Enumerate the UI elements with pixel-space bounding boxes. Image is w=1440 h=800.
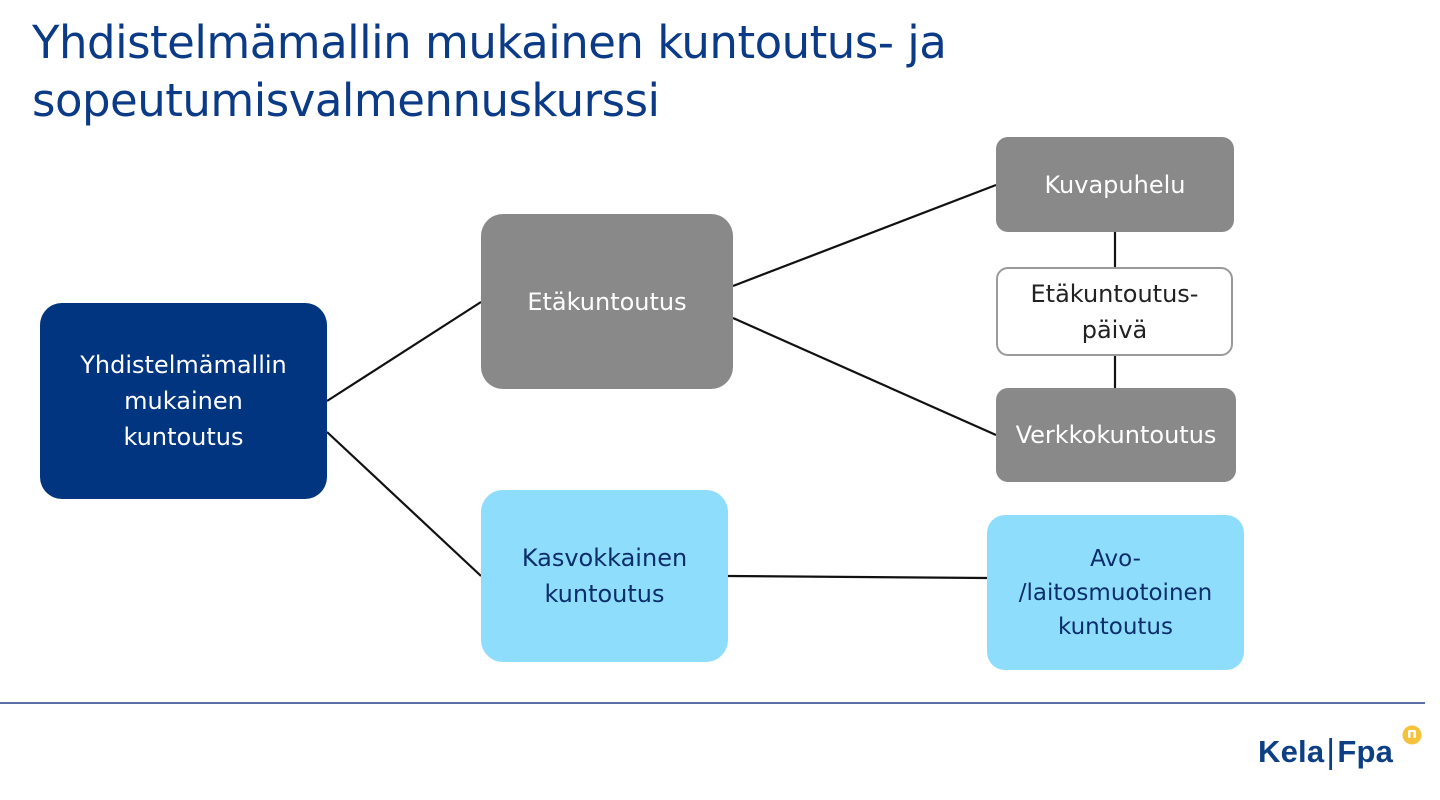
node-etakuntoutus: Etäkuntoutus: [481, 214, 733, 389]
node-label-line: Etäkuntoutus-: [1030, 279, 1199, 308]
node-label-line: Etäkuntoutus: [527, 287, 687, 316]
connector-kasvo-avo: [727, 574, 988, 580]
title-line-2: sopeutumisvalmennuskurssi: [32, 74, 660, 127]
node-avo-laitosmuotoinen-kuntoutus: Avo- /laitosmuotoinen kuntoutus: [987, 515, 1244, 670]
node-label-line: Avo-: [1090, 545, 1141, 572]
slide-title: Yhdistelmämallin mukainen kuntoutus- ja …: [32, 14, 1132, 130]
title-line-1: Yhdistelmämallin mukainen kuntoutus- ja: [32, 16, 947, 69]
footer-divider: [0, 702, 1425, 704]
kela-fpa-logo: Kela | Fpa: [1258, 730, 1393, 774]
node-label-line: kuntoutus: [1057, 613, 1173, 640]
logo-text-fpa: Fpa: [1337, 734, 1394, 769]
node-yhdistelmamallin-kuntoutus: Yhdistelmämallin mukainen kuntoutus: [40, 303, 327, 499]
node-verkkokuntoutus: Verkkokuntoutus: [996, 388, 1236, 482]
node-label-line: kuntoutus: [544, 580, 665, 608]
connector-eta-kuva: [732, 183, 997, 288]
node-label-line: mukainen: [124, 387, 243, 415]
node-label-line: Kasvokkainen: [521, 544, 688, 572]
node-label-line: Verkkokuntoutus: [1015, 421, 1217, 449]
node-label-line: Kuvapuhelu: [1044, 170, 1186, 199]
node-label-line: Yhdistelmämallin: [80, 351, 287, 379]
node-label-line: /laitosmuotoinen: [1018, 579, 1213, 606]
logo-divider: |: [1326, 732, 1336, 771]
node-kuvapuhelu: Kuvapuhelu: [996, 137, 1234, 232]
connector-main-eta: [326, 301, 482, 402]
node-kasvokkainen-kuntoutus: Kasvokkainen kuntoutus: [481, 490, 728, 662]
connector-eta-verkko: [732, 316, 997, 437]
logo-mark-icon: [1402, 725, 1422, 745]
node-label-line: päivä: [1081, 315, 1148, 344]
logo-text-kela: Kela: [1258, 734, 1325, 769]
node-etakuntoutuspaiva: Etäkuntoutus- päivä: [996, 267, 1233, 356]
connector-main-kasvo: [326, 431, 482, 577]
node-label-line: kuntoutus: [123, 423, 244, 451]
